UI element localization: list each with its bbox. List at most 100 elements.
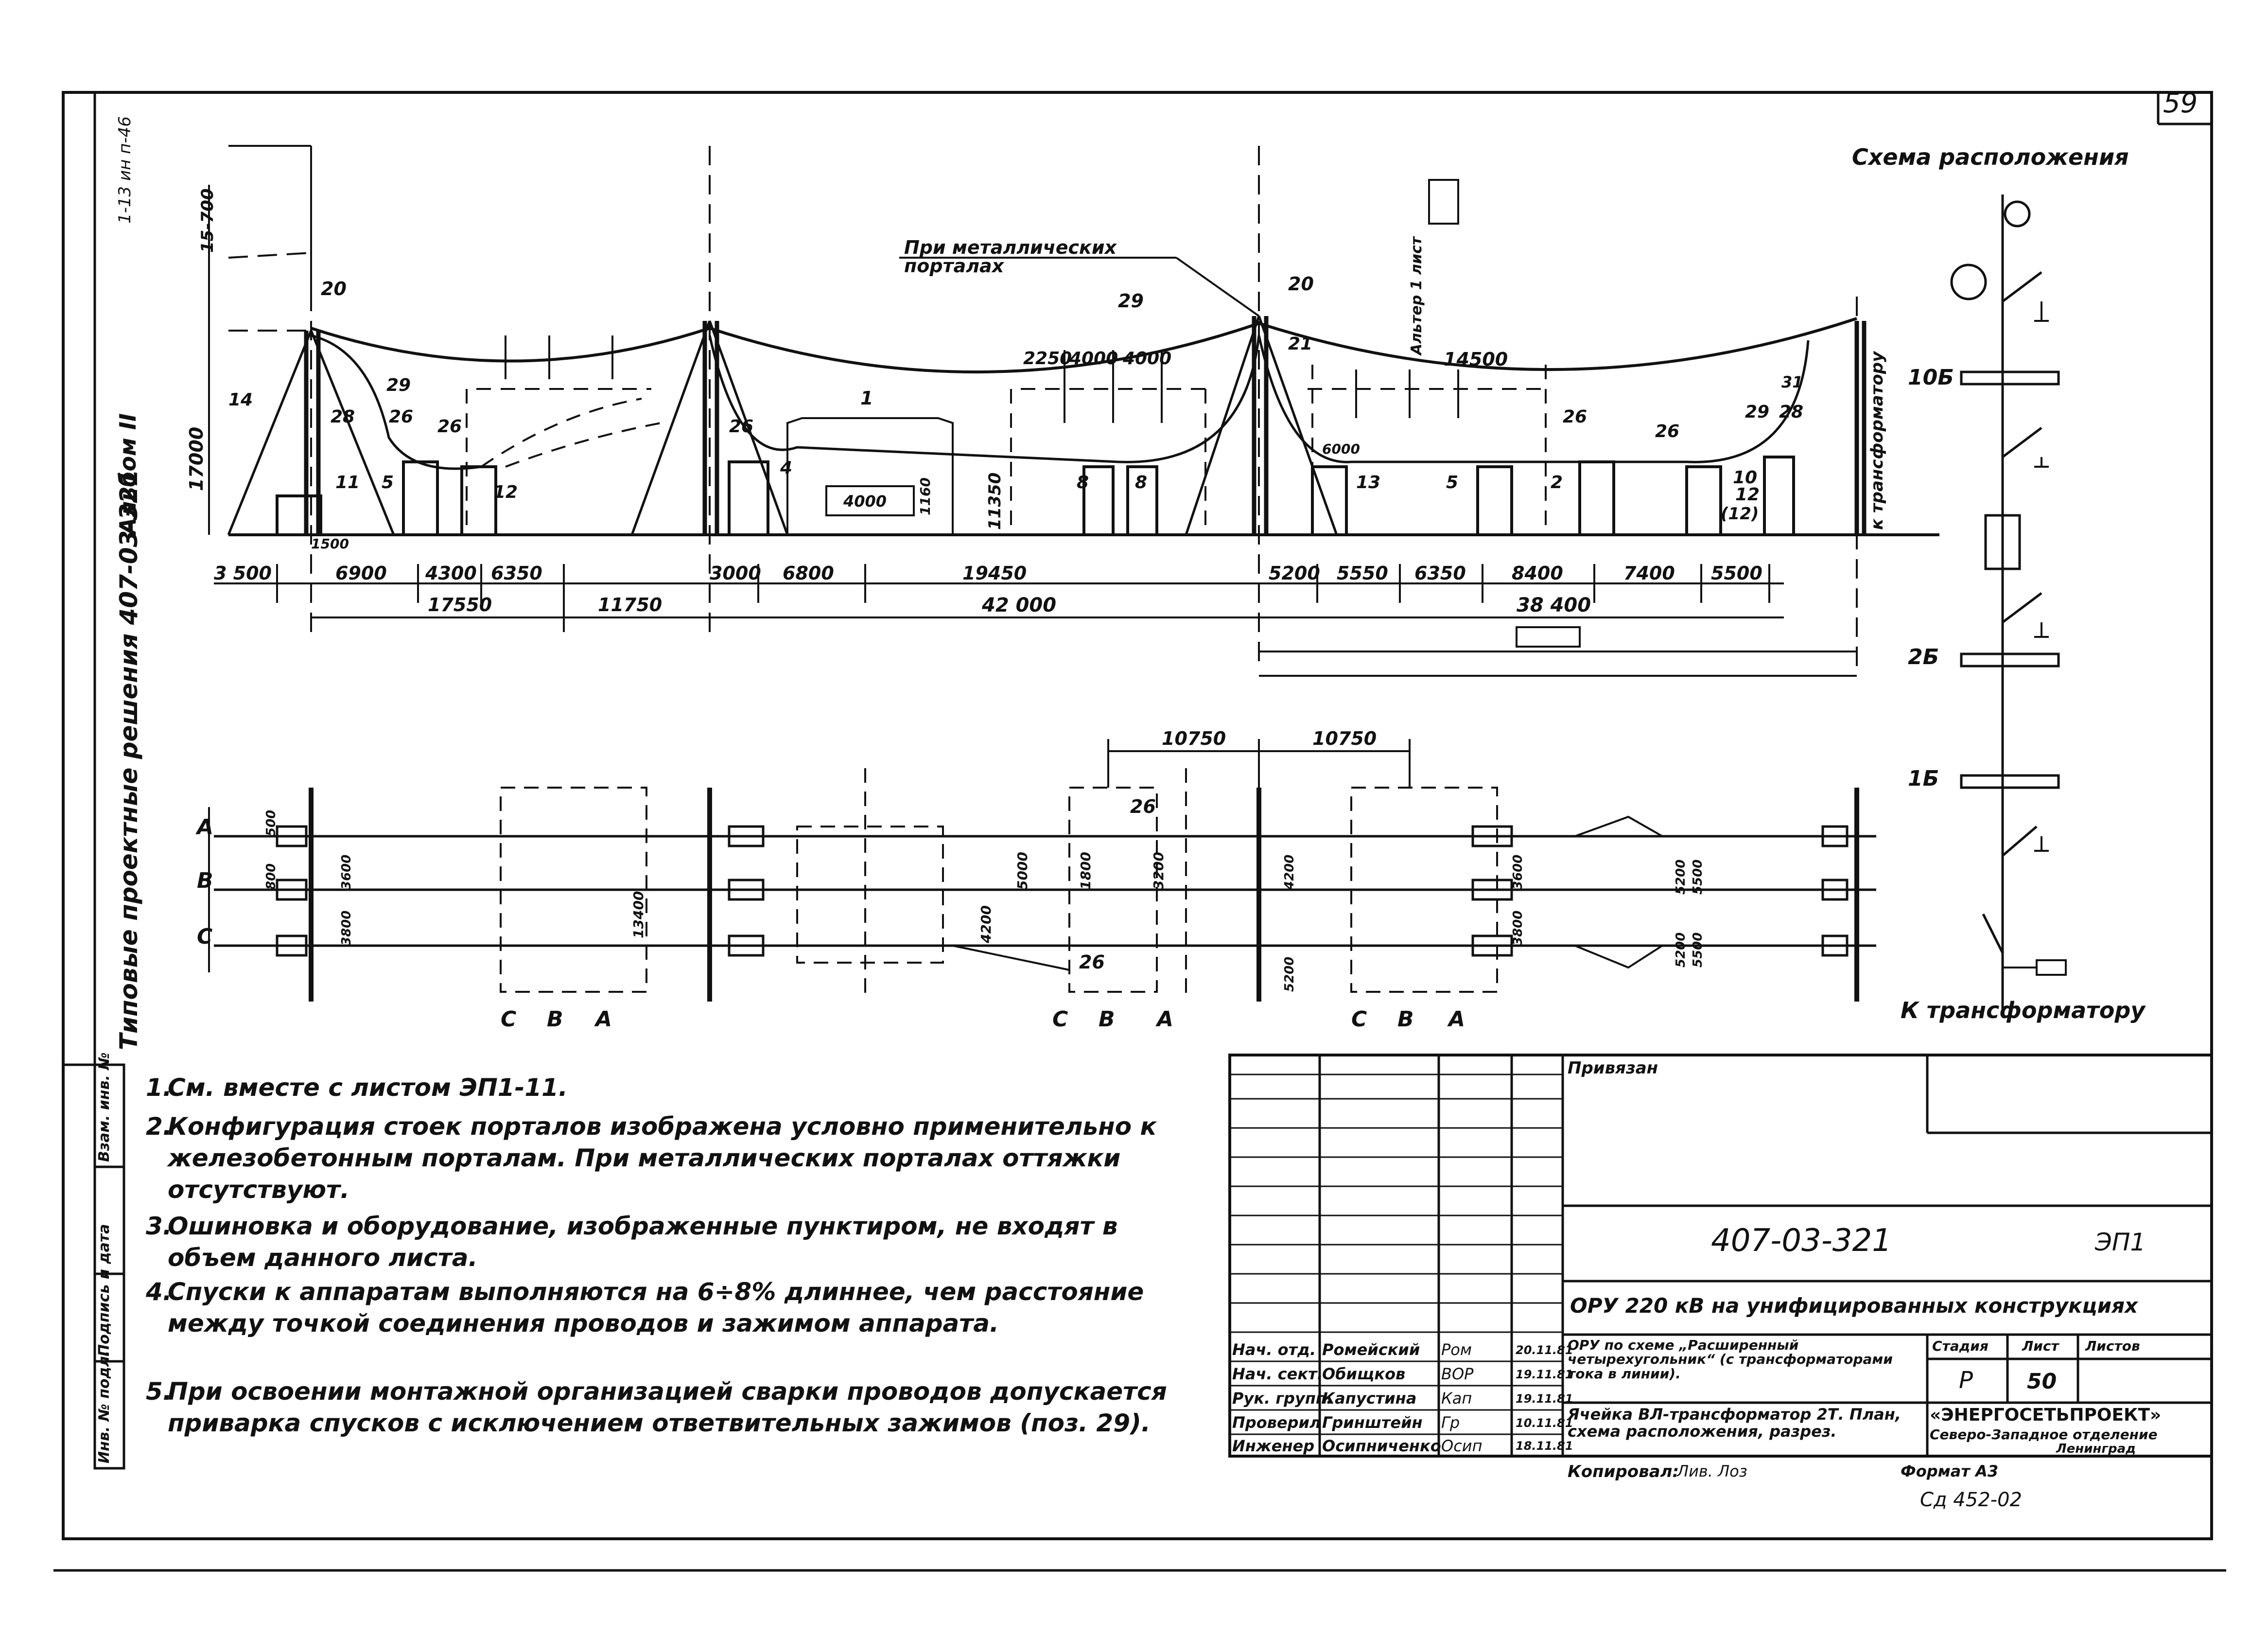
note-4-num: 4. [146,1278,172,1306]
sig-sign-5: Осип [1441,1437,1483,1455]
note-2-text: Конфигурация стоек порталов изображена у… [168,1112,1157,1204]
sig-name-1: Ромейский [1322,1340,1420,1359]
corner-scribble: 1-13 ин п-46 [115,116,135,224]
mark-26a: 26 [389,407,414,427]
plan-dim-5500b: 5500 [1691,932,1705,968]
mark-2: 2 [1551,473,1563,493]
plan-dim-5500a: 5500 [1691,859,1705,895]
mark-5b: 5 [1446,473,1459,493]
sig-date-5: 18.11.81 [1516,1439,1573,1453]
mark-8a: 8 [1077,473,1089,493]
scheme-description: ОРУ по схеме „Расширенный четырехугольни… [1568,1337,1893,1382]
plan-group3-a: A [1448,1007,1465,1032]
dim-11750: 11750 [598,594,663,616]
mark-14: 14 [228,390,253,410]
mark-29a: 29 [1118,290,1144,312]
plan-dim-10750b: 10750 [1312,728,1377,749]
plan-dim-5200b: 5200 [1674,859,1688,895]
mark-28: 28 [331,407,355,427]
copied-label: Копировал: [1568,1462,1679,1481]
organization-branch: Северо-Западное отделение [1930,1426,2158,1443]
plan-dim-800: 800 [264,863,279,890]
sig-role-5: Инженер [1232,1437,1315,1455]
mark-26e: 26 [1655,422,1680,441]
plan-dim-1800: 1800 [1078,852,1094,890]
plan-group1-b: B [547,1007,563,1032]
plan-group1-a: A [595,1007,612,1032]
title-block-frame [1228,1054,2213,1458]
plan-dim-13400: 13400 [630,891,646,938]
sig-role-4: Проверил [1232,1413,1321,1432]
note-5: 5.При освоении монтажной организацией св… [146,1376,1179,1439]
copier-signature: Лив. Лоз [1677,1462,1747,1480]
mark-1: 1 [860,387,873,409]
plan-group2-c: C [1052,1007,1068,1032]
note-4: 4.Спуски к аппаратам выполняются на 6÷8%… [146,1276,1179,1339]
sheets-header: Листов [2085,1338,2140,1354]
privyazan-label: Привязан [1568,1058,1658,1078]
plan-dim-10750a: 10750 [1162,728,1226,749]
plan-dim-3200: 3200 [1151,852,1167,890]
dim-4300: 4300 [425,563,477,584]
scheme-label-1b: 1Б [1908,766,1939,791]
scheme-label-10b: 10Б [1908,365,1954,390]
mark-26d: 26 [1563,407,1588,427]
cell-description: Ячейка ВЛ-трансформатор 2Т. План, схема … [1568,1405,1901,1441]
mark-29b: 29 [386,375,411,395]
dim-5200: 5200 [1269,563,1320,584]
dim-5550: 5550 [1337,563,1388,584]
dim-42000: 42 000 [982,594,1057,616]
sig-date-4: 10.11.81 [1516,1416,1573,1430]
sig-sign-3: Кап [1441,1389,1472,1408]
mark-12b: 12 [1735,485,1760,505]
sig-sign-2: ВОР [1441,1365,1474,1383]
plan-phase-c: C [197,924,213,949]
sig-name-3: Капустина [1322,1389,1417,1408]
plan-mark-26b: 26 [1079,951,1105,973]
dim-6800: 6800 [783,563,834,584]
mark-21: 21 [1288,334,1313,354]
mark-1160: 1160 [917,477,933,515]
strip-sign-label: Подпись и дата [96,1224,113,1356]
mark-4000-box: 4000 [843,492,887,510]
strip-replace-label: Взам. инв. № [96,1052,113,1162]
elevation-upper-stamp: Альтер 1 лист [1408,236,1425,355]
sig-sign-4: Гр [1441,1413,1460,1432]
page-number: 59 [2163,88,2198,119]
note-3: 3.Ошиновка и оборудование, изображенные … [146,1211,1179,1274]
sig-role-2: Нач. сект. [1232,1365,1323,1383]
note-2-num: 2. [146,1112,172,1141]
sig-name-5: Осипниченко [1322,1437,1441,1455]
project-title: ОРУ 220 кВ на унифицированных конструкци… [1570,1294,2138,1318]
plan-dim-5200c: 5200 [1674,932,1688,968]
mark-29c: 29 [1745,402,1770,422]
sig-role-3: Рук. групп. [1232,1389,1333,1408]
plan-dim-3600b: 3600 [1511,854,1525,890]
dim-6900: 6900 [335,563,387,584]
note-1-num: 1. [146,1074,172,1102]
dim-19450: 19450 [962,563,1027,584]
plan-dim-3600a: 3600 [339,854,354,890]
sheet-header: Лист [2022,1338,2059,1354]
plan-mark-26a: 26 [1130,796,1156,817]
sheet-code: ЭП1 [2095,1228,2146,1256]
doc-number: 407-03-321 [1711,1223,1892,1259]
mark-10: 10 [1733,468,1758,488]
plan-group3-c: C [1351,1007,1367,1032]
elevation-metal-annotation: При металлических порталах [904,237,1117,277]
mark-12a: 12 [493,482,518,502]
note-1: 1.См. вместе с листом ЭП1-11. [146,1072,1179,1104]
sig-name-2: Обищков [1322,1365,1406,1383]
inventory-code: Сд 452-02 [1920,1489,2022,1511]
note-1-text: См. вместе с листом ЭП1-11. [168,1074,568,1102]
plan-phase-a: A [197,815,214,840]
dim-6350b: 6350 [1414,563,1466,584]
stage-header: Стадия [1932,1338,1989,1354]
elev-top-dim-1: 2250 [1023,349,1072,369]
organization-name: «ЭНЕРГОСЕТЬПРОЕКТ» [1930,1405,2162,1425]
sig-role-1: Нач. отд. [1232,1340,1316,1359]
dim-3500: 3 500 [214,563,272,584]
note-5-text: При освоении монтажной организацией свар… [168,1377,1167,1437]
elevation-height-11350: 11350 [985,472,1005,530]
